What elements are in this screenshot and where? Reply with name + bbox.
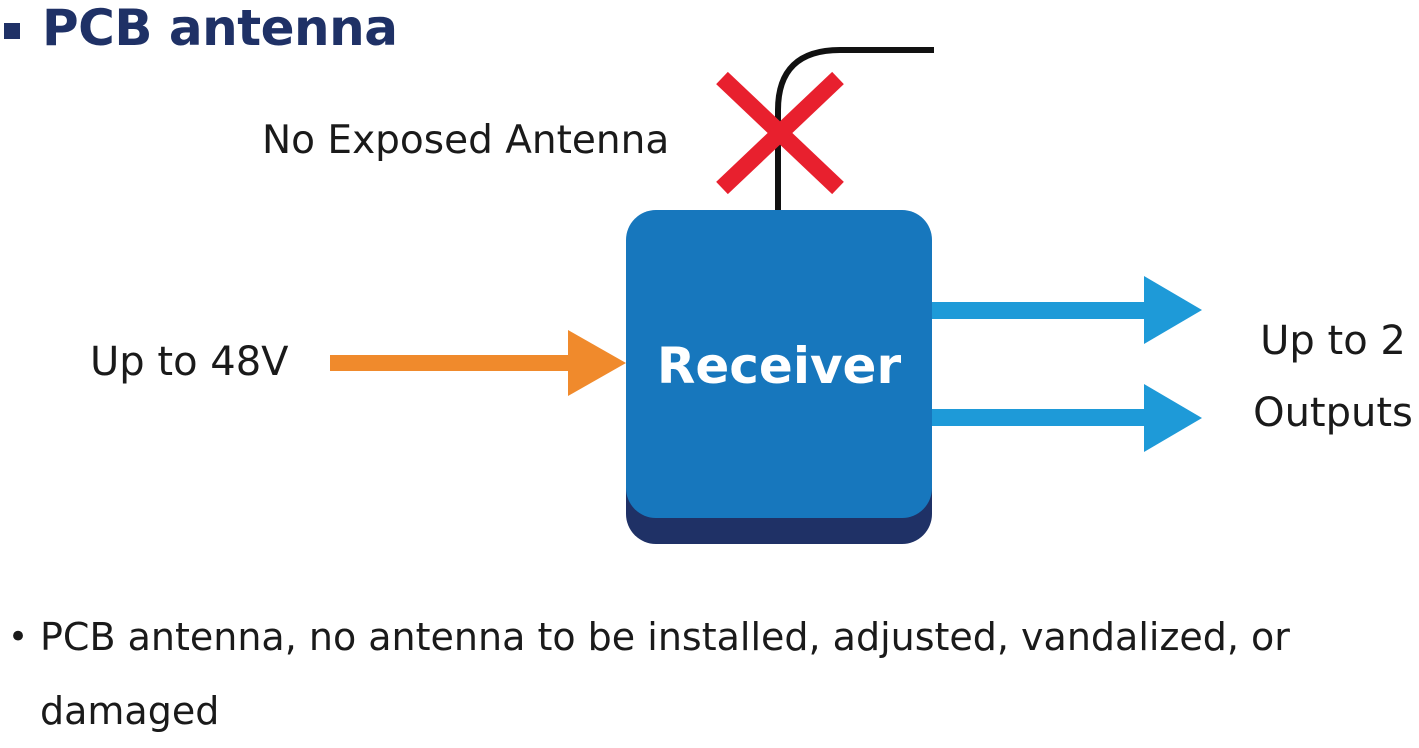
page-title: PCB antenna	[42, 0, 398, 57]
output-arrow-icon	[932, 384, 1202, 452]
input-arrow-icon	[330, 330, 626, 396]
bullet-text: PCB antenna, no antenna to be installed,…	[40, 615, 1290, 733]
no-exposed-antenna-label: No Exposed Antenna	[262, 118, 670, 163]
bullet-dot-icon: •	[8, 617, 29, 657]
no-antenna-cross-icon	[716, 71, 844, 195]
outputs-label: Up to 2 Outputs	[1248, 305, 1418, 449]
antenna-wire	[775, 47, 934, 212]
list-item: • PCB antenna, no antenna to be installe…	[8, 600, 1408, 748]
outputs-label-line2: Outputs	[1253, 390, 1413, 436]
output-arrow-icon	[932, 276, 1202, 344]
section-title: PCB antenna	[4, 0, 398, 57]
receiver-box	[626, 210, 932, 518]
input-voltage-label: Up to 48V	[90, 339, 289, 385]
square-bullet-icon	[4, 23, 20, 39]
bullet-list: • PCB antenna, no antenna to be installe…	[8, 600, 1408, 748]
outputs-label-line1: Up to 2	[1260, 318, 1406, 364]
receiver-label: Receiver	[656, 337, 902, 395]
